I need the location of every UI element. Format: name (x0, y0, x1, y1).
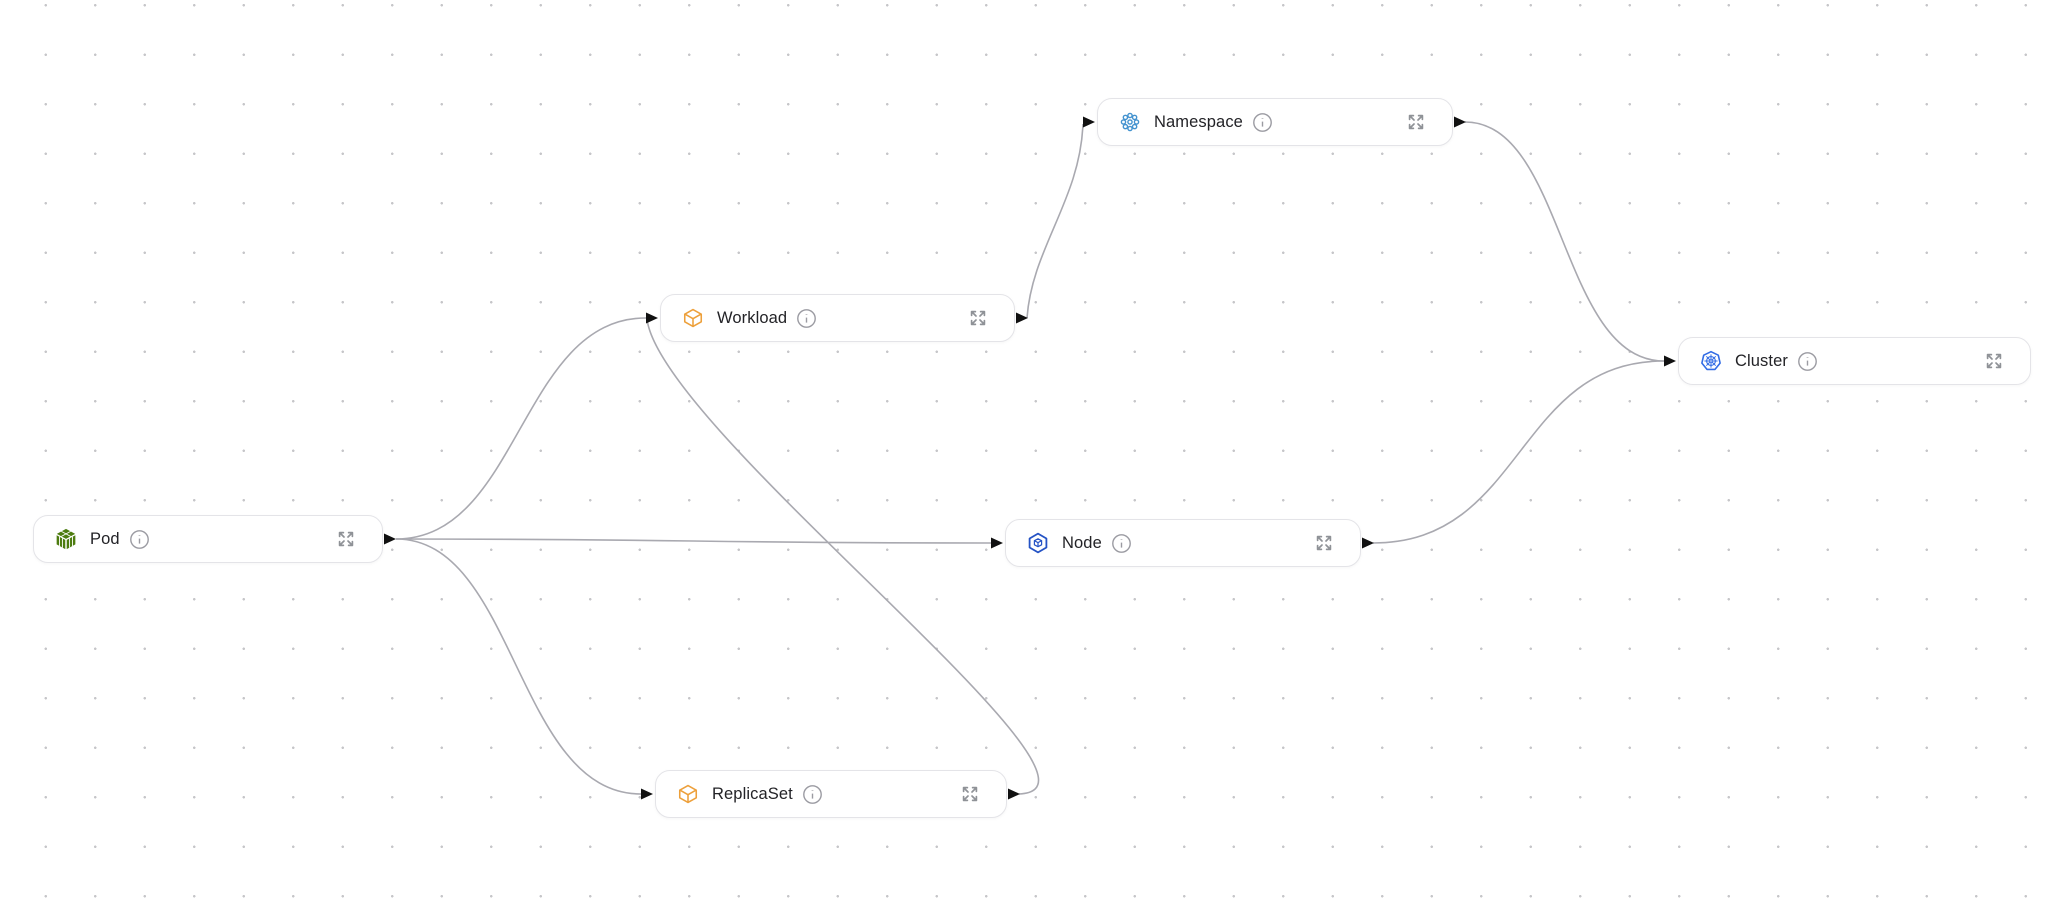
node-icon (1027, 532, 1049, 554)
target-arrow-namespace (1083, 116, 1095, 128)
source-handle-namespace[interactable] (1454, 116, 1466, 128)
handle-group (384, 116, 1676, 800)
info-icon[interactable] (1797, 351, 1818, 372)
edge-replicaset-workload[interactable] (646, 318, 1040, 795)
info-icon[interactable] (1252, 112, 1273, 133)
graph-node-replicaset[interactable]: ReplicaSet (655, 770, 1007, 818)
target-arrow-workload (646, 312, 658, 324)
node-label: Workload (717, 308, 788, 327)
cube-icon (677, 783, 699, 805)
graph-node-node[interactable]: Node (1005, 519, 1361, 567)
namespace-icon (1119, 111, 1141, 133)
target-arrow-node (991, 537, 1003, 549)
node-label: Namespace (1154, 112, 1243, 131)
graph-node-namespace[interactable]: Namespace (1097, 98, 1453, 146)
edge-pod-replicaset[interactable] (395, 538, 642, 795)
node-label: Pod (90, 529, 120, 548)
info-icon[interactable] (802, 784, 823, 805)
cluster-icon (1700, 350, 1722, 372)
node-label: Cluster (1735, 351, 1788, 370)
graph-node-workload[interactable]: Workload (660, 294, 1015, 342)
info-icon[interactable] (796, 308, 817, 329)
source-handle-replicaset[interactable] (1008, 788, 1020, 800)
source-handle-node[interactable] (1362, 537, 1374, 549)
target-arrow-cluster (1664, 355, 1676, 367)
node-label: Node (1062, 533, 1102, 552)
edge-pod-node[interactable] (395, 538, 992, 544)
node-label: ReplicaSet (712, 784, 793, 803)
source-handle-workload[interactable] (1016, 312, 1028, 324)
expand-icon[interactable] (960, 784, 980, 804)
expand-icon[interactable] (1984, 351, 2004, 371)
pod-icon (55, 528, 77, 550)
expand-icon[interactable] (1314, 533, 1334, 553)
info-icon[interactable] (129, 529, 150, 550)
cube-icon (682, 307, 704, 329)
target-arrow-replicaset (641, 788, 653, 800)
graph-node-cluster[interactable]: Cluster (1678, 337, 2031, 385)
source-handle-pod[interactable] (384, 533, 396, 545)
edge-pod-workload[interactable] (395, 317, 647, 540)
expand-icon[interactable] (1406, 112, 1426, 132)
edge-node-cluster[interactable] (1372, 360, 1665, 544)
edge-namespace-cluster[interactable] (1464, 121, 1665, 362)
expand-icon[interactable] (336, 529, 356, 549)
info-icon[interactable] (1111, 533, 1132, 554)
expand-icon[interactable] (968, 308, 988, 328)
graph-node-pod[interactable]: Pod (33, 515, 383, 563)
edge-group (395, 121, 1665, 795)
edge-workload-namespace[interactable] (1026, 123, 1084, 319)
